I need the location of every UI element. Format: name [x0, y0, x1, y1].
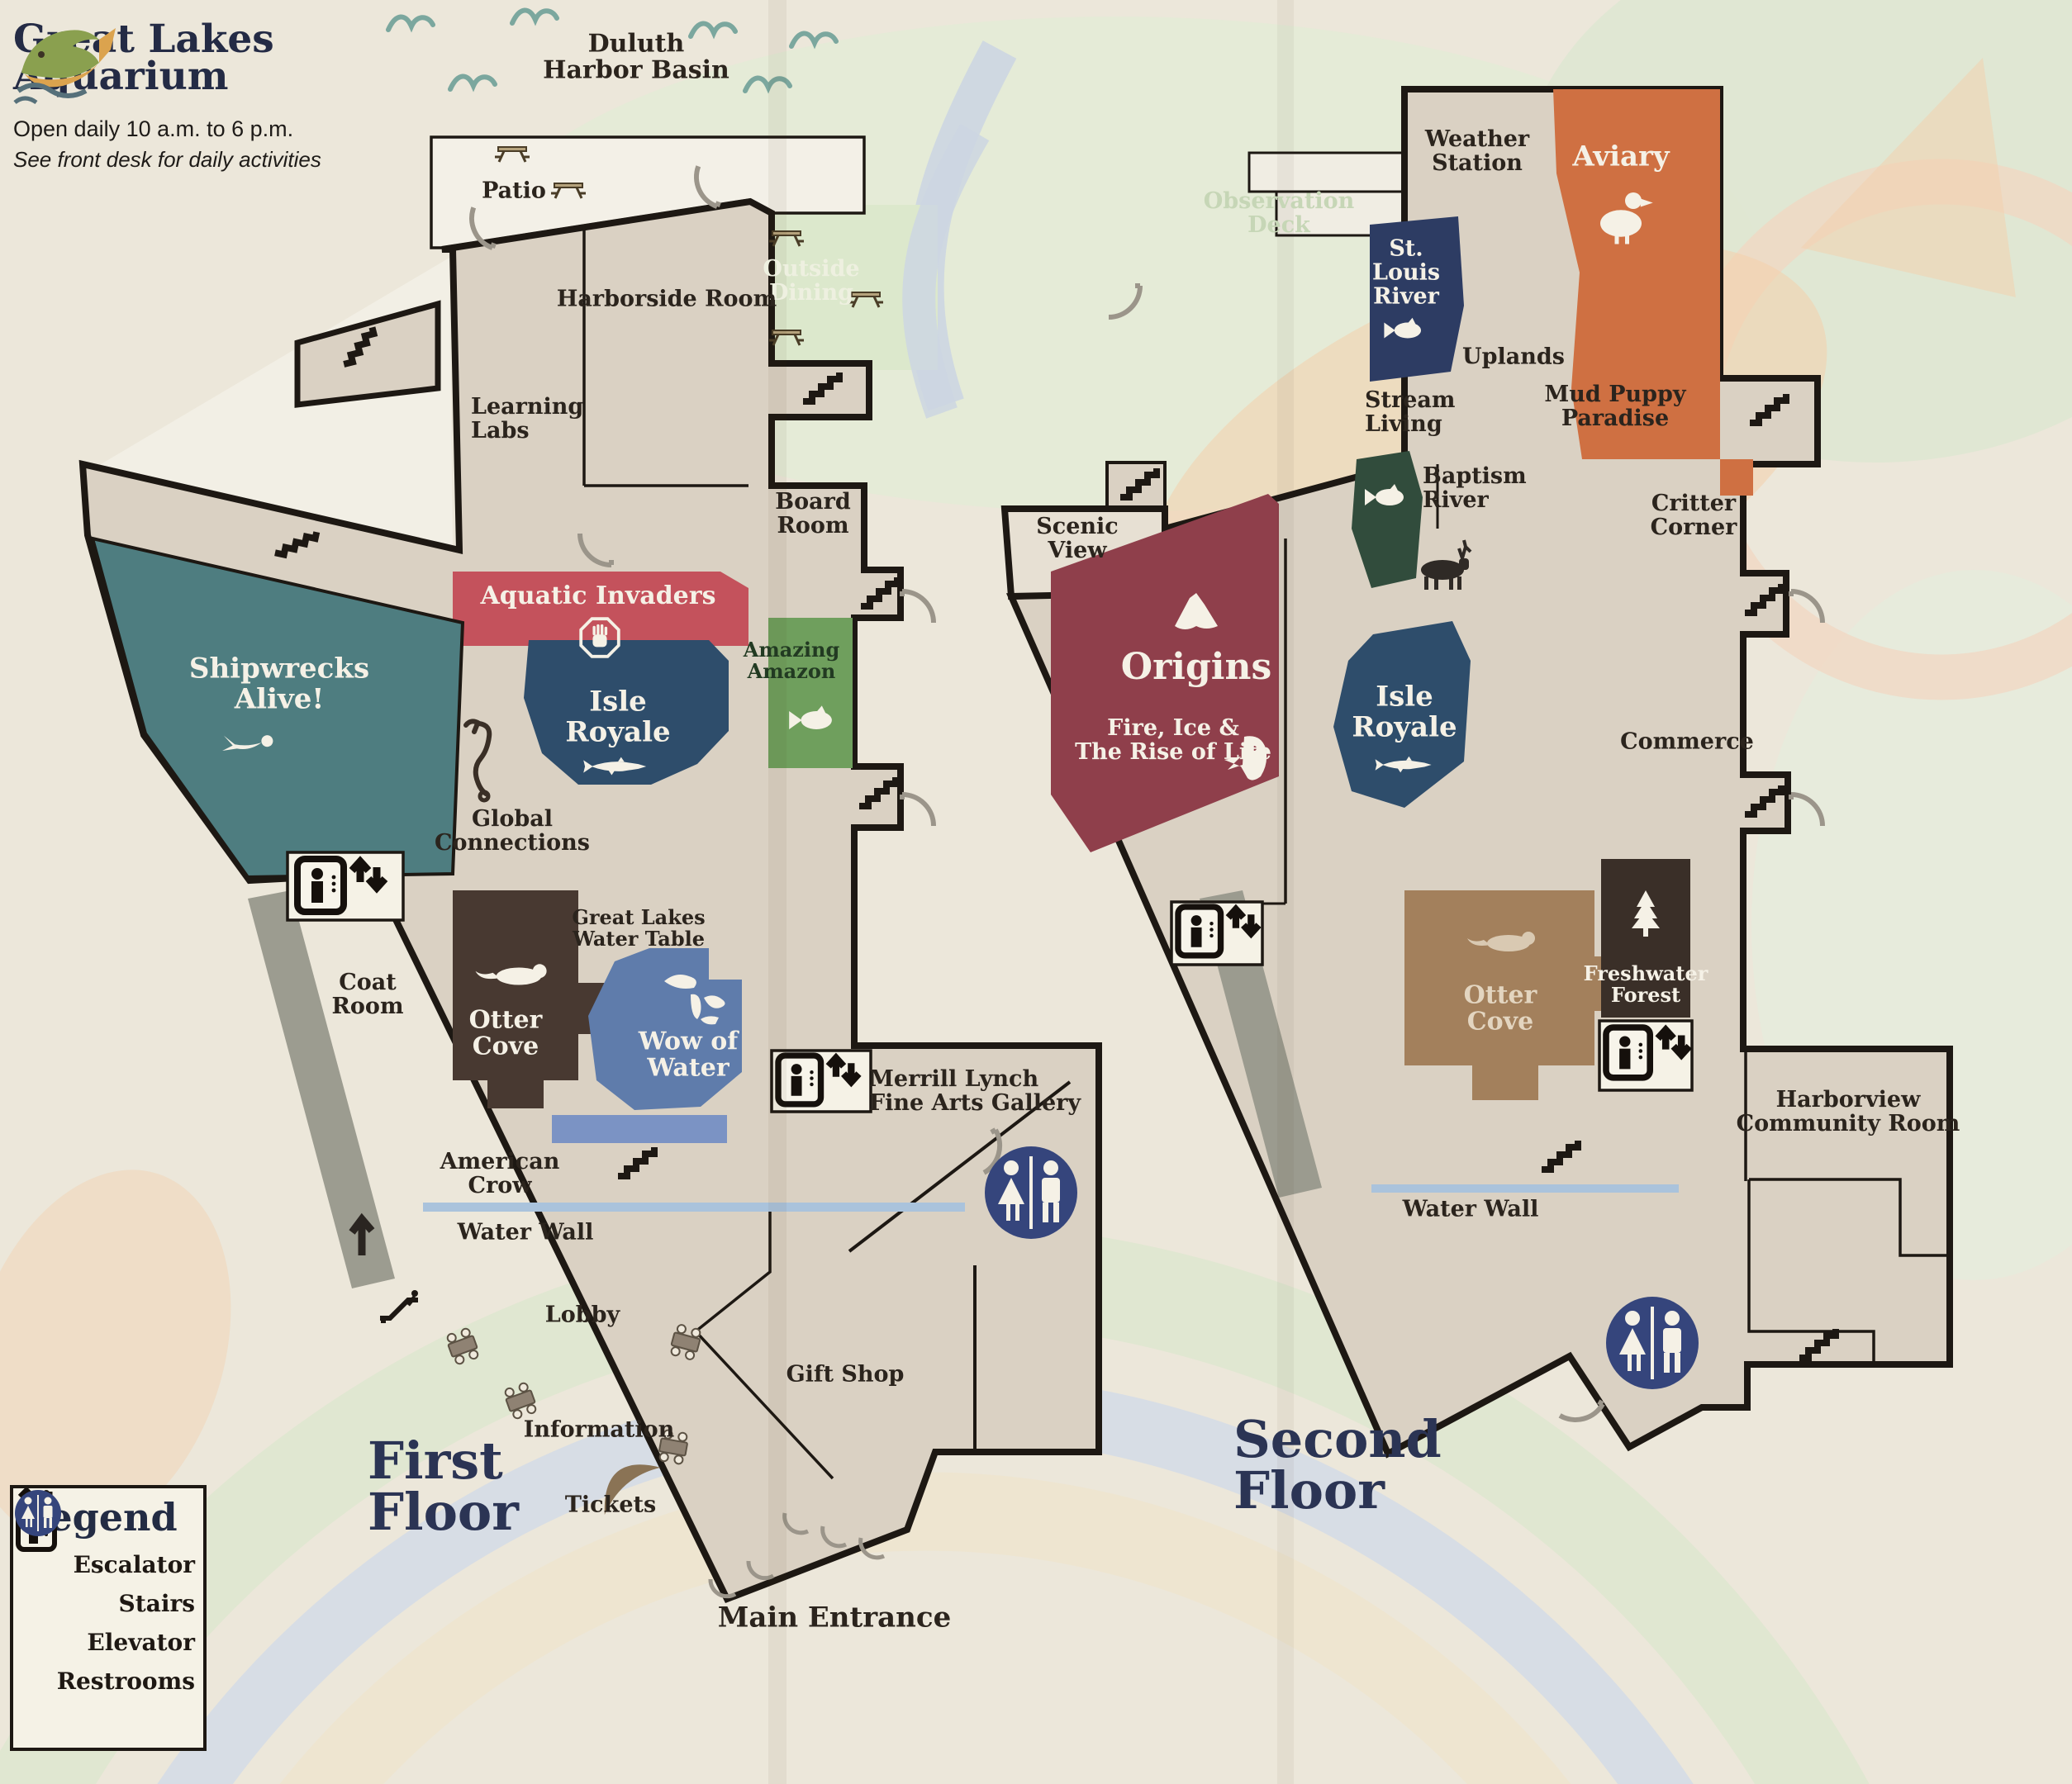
main-entrance-scallops: [708, 1512, 886, 1599]
water-wall-line-2f: [1371, 1184, 1679, 1193]
fold-crease: [768, 0, 787, 1784]
legend-row-elevator: Elevator: [16, 1488, 195, 1656]
first-floor-outline: [78, 197, 1102, 1604]
legend-box: Legend Escalator Stairs Elevator Restroo…: [10, 1485, 207, 1751]
escalator-ramp-1f: [248, 890, 395, 1288]
aviary-area: [1553, 89, 1720, 459]
legend-label: Restrooms: [56, 1668, 195, 1695]
observation-deck-area: [1247, 151, 1408, 237]
restrooms-icon: [1606, 1297, 1699, 1389]
moose-icon: [1421, 539, 1472, 590]
pine-tree-icon: [1632, 890, 1660, 937]
legend-label: Stairs: [118, 1590, 195, 1617]
diver-icon: [222, 735, 273, 751]
door-arc-icon: [902, 591, 934, 623]
aviary-annex: [1720, 459, 1753, 496]
escalator-icon: [380, 1290, 418, 1323]
upper-left-wing: [294, 300, 441, 408]
origins-area: [1051, 494, 1279, 852]
legend-row-restrooms: Restrooms: [15, 1490, 195, 1695]
otter-cove-area-1f: [453, 890, 605, 1108]
isle-royale-area-2f: [1333, 621, 1471, 808]
fold-crease: [1277, 0, 1294, 1784]
baptism-river-area: [1352, 451, 1423, 588]
duck-icon: [1600, 192, 1653, 244]
volcano-icon: [1175, 593, 1218, 629]
aquatic-invaders-area: [453, 572, 748, 646]
escalator-ramp-2f: [1200, 890, 1322, 1198]
great-lakes-icon: [664, 975, 725, 1025]
otter-cove-area-2f: [1404, 890, 1621, 1100]
legend-row-escalator: Escalator: [17, 1490, 195, 1578]
st-louis-river-area: [1370, 216, 1464, 382]
note-text: See front desk for daily activities: [13, 147, 321, 173]
restrooms-icon: [985, 1146, 1077, 1239]
freshwater-forest-area: [1601, 859, 1690, 1018]
hours-text: Open daily 10 a.m. to 6 p.m.: [13, 116, 294, 142]
fish-logo: [13, 28, 116, 105]
water-wall-line-1f: [423, 1203, 965, 1212]
legend-label: Escalator: [73, 1551, 195, 1578]
restrooms-icon: [15, 1490, 61, 1536]
wow-of-water-area: [588, 948, 742, 1110]
seahorse-icon: [463, 719, 492, 803]
isle-royale-area-1f: [524, 640, 729, 785]
tickets-desk: [604, 1464, 661, 1515]
legend-label: Elevator: [87, 1629, 195, 1656]
second-floor-plan: [1000, 86, 1953, 1459]
bear-icon: [1224, 736, 1267, 780]
door-arc-icon: [902, 795, 934, 826]
first-floor-plan: [78, 135, 1102, 1604]
legend-row-stairs: Stairs: [17, 1492, 195, 1617]
amazing-amazon-area: [768, 618, 853, 768]
up-arrow-icon: [349, 1212, 375, 1255]
water-table-bar: [552, 1115, 727, 1143]
stop-hand-icon: [579, 617, 620, 658]
